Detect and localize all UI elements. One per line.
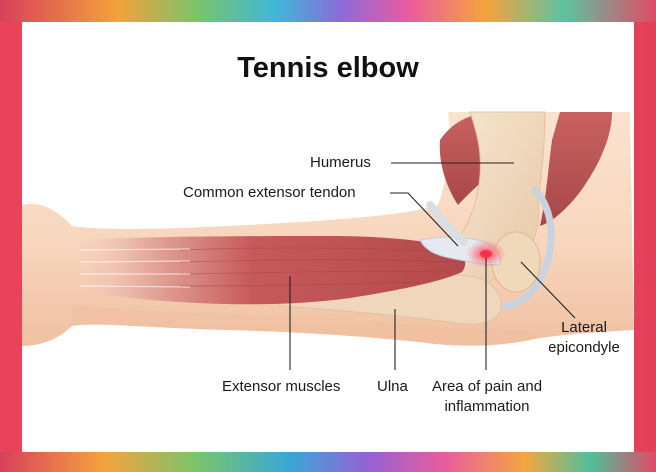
label-area-of-pain-line1: Area of pain and xyxy=(431,378,543,395)
label-extensor-muscles: Extensor muscles xyxy=(222,378,341,395)
label-lateral-epicondyle-line1: Lateral xyxy=(561,319,607,336)
label-humerus: Humerus xyxy=(310,154,371,171)
triceps-muscle xyxy=(540,112,612,226)
label-lateral-epicondyle-line2: epicondyle xyxy=(548,339,620,356)
tendon-leader xyxy=(390,192,459,247)
label-common-extensor-tendon: Common extensor tendon xyxy=(183,184,356,201)
label-area-of-pain: Area of pain and inflammation xyxy=(420,377,554,417)
label-lateral-epicondyle: Lateral epicondyle xyxy=(548,318,620,358)
label-ulna: Ulna xyxy=(377,378,408,395)
label-area-of-pain-line2: inflammation xyxy=(444,398,530,415)
diagram-title: Tennis elbow xyxy=(237,52,419,84)
leader-lines xyxy=(289,162,576,370)
epicondyle-leader xyxy=(520,261,576,319)
